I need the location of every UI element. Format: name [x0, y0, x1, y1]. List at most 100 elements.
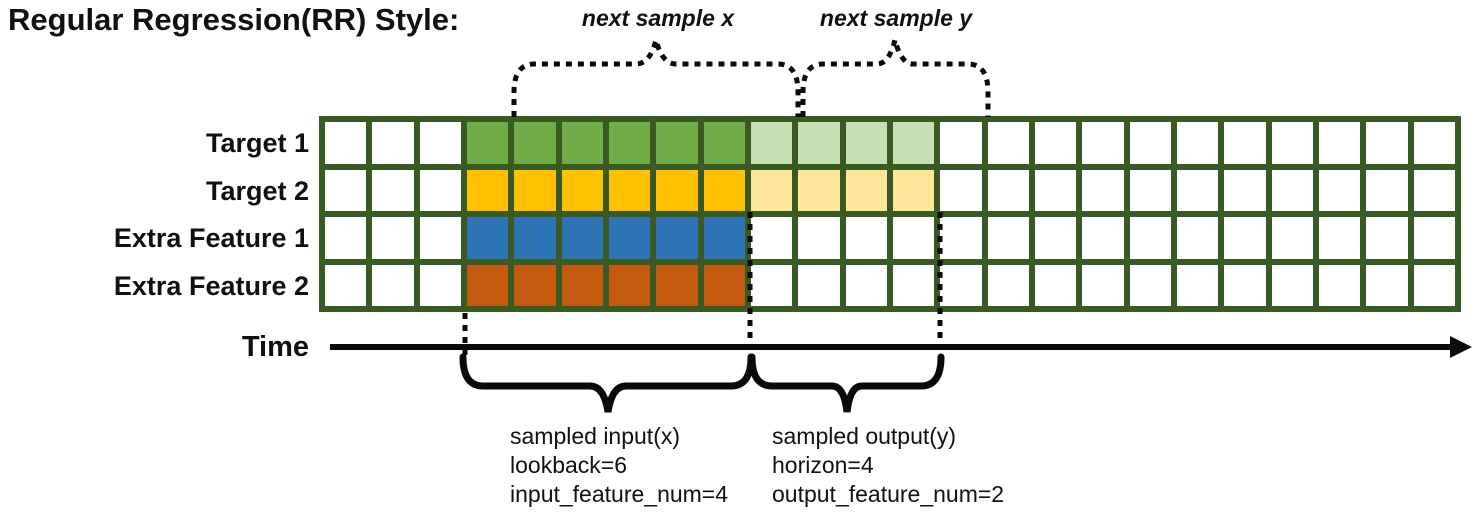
next-sample-x-brace: [511, 39, 801, 117]
grid-cell: [325, 264, 367, 306]
grid-cell: [750, 169, 793, 211]
grid-cell: [372, 217, 414, 259]
grid-cell: [419, 122, 461, 164]
grid-cell: [987, 122, 1029, 164]
grid-cell: [1318, 264, 1361, 306]
grid-cell: [750, 217, 793, 259]
grid-cell: [798, 122, 840, 164]
grid-cell: [325, 169, 367, 211]
next-sample-x-label: next sample x: [581, 5, 735, 31]
grid-cell: [1224, 169, 1266, 211]
grid-cell: [608, 122, 651, 164]
time-axis-arrowhead: [1450, 336, 1472, 358]
grid-cell: [1413, 122, 1455, 164]
grid-cell: [419, 264, 461, 306]
grid-cell: [940, 264, 982, 306]
grid-cell: [1082, 264, 1124, 306]
sampled-output-brace: [748, 353, 945, 413]
sampled-input-brace: [459, 353, 755, 413]
grid-cell: [1224, 122, 1266, 164]
sampled-input-title: sampled input(x): [510, 423, 681, 449]
grid-cell: [1224, 217, 1266, 259]
grid-cell: [1271, 169, 1313, 211]
grid-cell: [892, 122, 935, 164]
grid-cell: [561, 264, 603, 306]
grid-cell: [750, 122, 793, 164]
grid-cell: [514, 264, 556, 306]
grid-cell: [1176, 122, 1219, 164]
grid-cell: [1318, 169, 1361, 211]
grid-cell: [608, 217, 651, 259]
grid-cell: [419, 217, 461, 259]
grid-cell: [1129, 122, 1171, 164]
diagram-title: Regular Regression(RR) Style:: [8, 2, 460, 37]
grid-cell: [514, 217, 556, 259]
grid-cell: [940, 169, 982, 211]
output-feature-num-value: output_feature_num=2: [772, 481, 1005, 507]
row-label: Extra Feature 2: [113, 270, 309, 301]
next-sample-y-brace: [800, 39, 991, 117]
horizon-value: horizon=4: [772, 452, 874, 478]
grid-cell: [656, 122, 698, 164]
grid-cell: [656, 264, 698, 306]
grid-cell: [1271, 122, 1313, 164]
grid-cell: [798, 169, 840, 211]
row-label: Extra Feature 1: [113, 223, 309, 253]
grid-cell: [372, 264, 414, 306]
grid-cell: [608, 264, 651, 306]
grid-cell: [1318, 217, 1361, 259]
grid-cell: [1129, 217, 1171, 259]
grid-cell: [845, 122, 887, 164]
grid-cell: [1366, 122, 1408, 164]
grid-cell: [1082, 169, 1124, 211]
grid-cell: [1318, 122, 1361, 164]
input-feature-num-value: input_feature_num=4: [510, 481, 729, 507]
grid-cell: [892, 217, 935, 259]
grid-cell: [987, 264, 1029, 306]
grid-cell: [987, 169, 1029, 211]
grid-cell: [892, 169, 935, 211]
grid-cell: [514, 169, 556, 211]
grid-cell: [892, 264, 935, 306]
grid-cell: [1366, 217, 1408, 259]
next-sample-y-label: next sample y: [819, 5, 973, 31]
grid-cell: [466, 264, 509, 306]
grid-cell: [845, 169, 887, 211]
grid-cell: [325, 217, 367, 259]
grid-cell: [656, 169, 698, 211]
grid-cell: [561, 217, 603, 259]
grid-cell: [1413, 264, 1455, 306]
grid-cell: [703, 169, 745, 211]
grid-cell: [798, 217, 840, 259]
grid-cell: [466, 122, 509, 164]
grid-cell: [1224, 264, 1266, 306]
grid-cell: [466, 217, 509, 259]
row-label: Target 1: [205, 128, 309, 158]
grid-cell: [466, 169, 509, 211]
grid-cell: [703, 264, 745, 306]
sampled-input-caption: sampled input(x) lookback=6 input_featur…: [510, 422, 728, 509]
lookback-value: lookback=6: [510, 452, 627, 478]
grid-cell: [608, 169, 651, 211]
grid-cell: [845, 217, 887, 259]
grid-cell: [656, 217, 698, 259]
grid-cell: [703, 122, 745, 164]
sample-grid: [319, 116, 1461, 312]
grid-cell: [1176, 217, 1219, 259]
sampled-output-title: sampled output(y): [772, 423, 957, 449]
sampled-output-caption: sampled output(y) horizon=4 output_featu…: [772, 422, 1004, 509]
grid-cell: [1176, 264, 1219, 306]
time-axis-label: Time: [241, 331, 309, 363]
grid-cell: [1034, 169, 1077, 211]
grid-cell: [1176, 169, 1219, 211]
grid-cell: [1413, 217, 1455, 259]
grid-cell: [1129, 264, 1171, 306]
grid-cell: [1271, 217, 1313, 259]
grid-cell: [703, 217, 745, 259]
grid-cell: [845, 264, 887, 306]
grid-cell: [1082, 122, 1124, 164]
grid-cell: [325, 122, 367, 164]
grid-cell: [1082, 217, 1124, 259]
grid-cell: [1129, 169, 1171, 211]
